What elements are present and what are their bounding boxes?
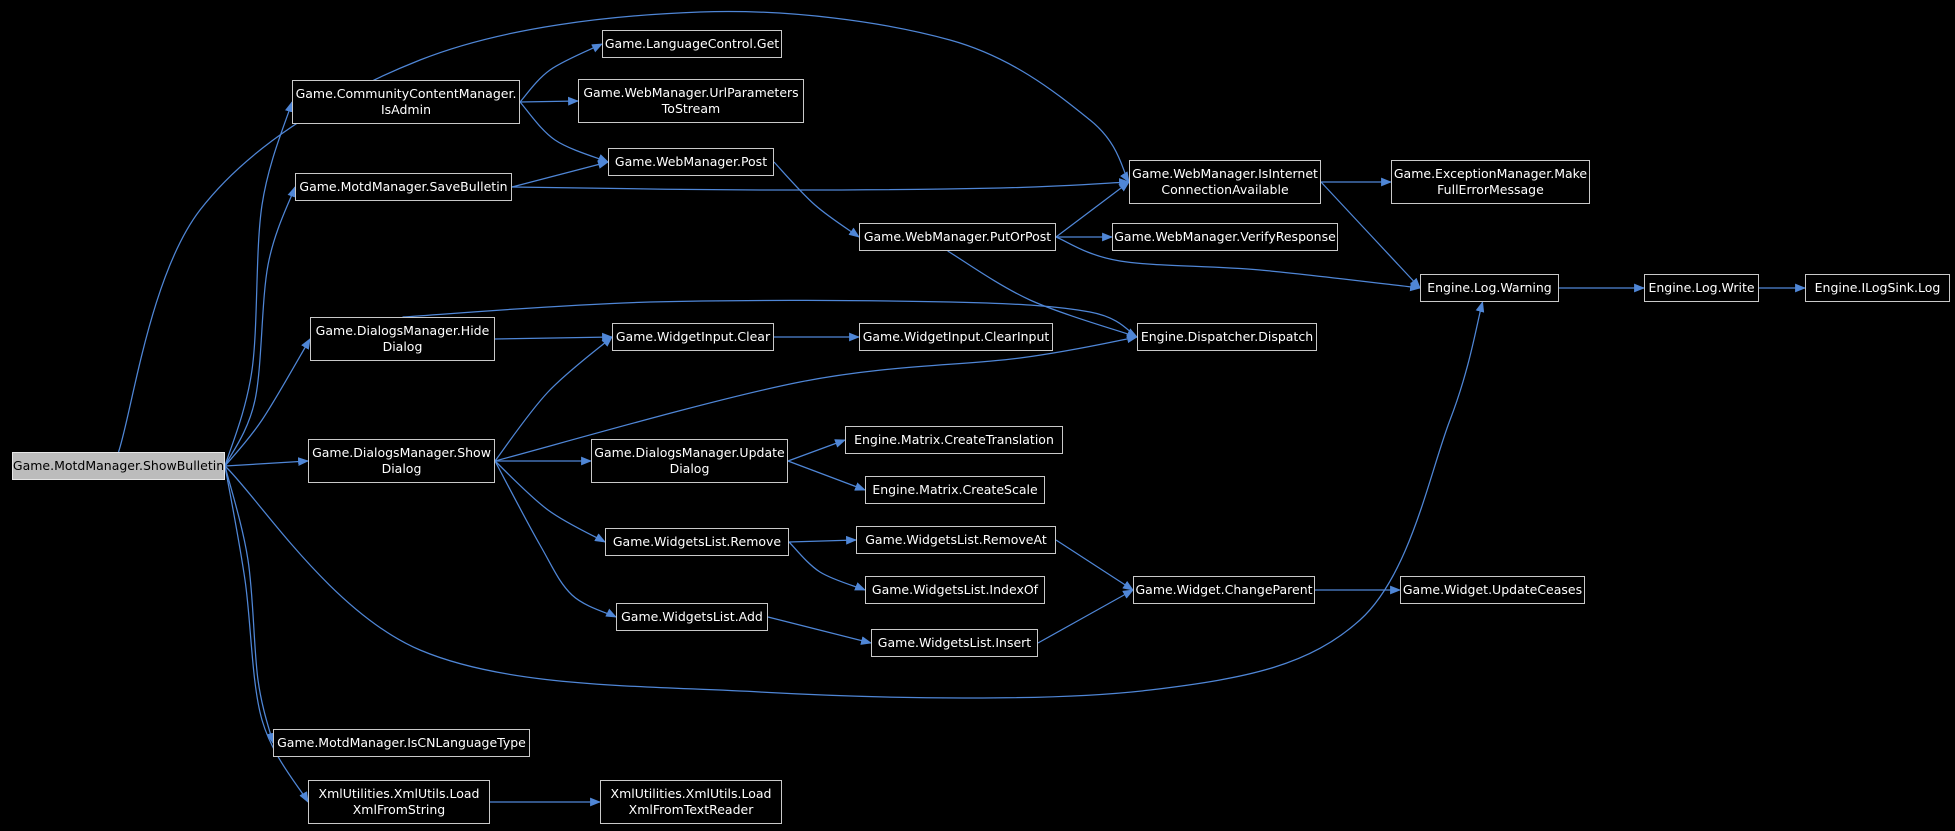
- graph-edge-updatedialog-to-createtranslation: [787, 439, 847, 462]
- graph-node-updatedialog[interactable]: Game.DialogsManager.Update Dialog: [591, 439, 788, 483]
- graph-edge-putorpost-to-dispatch: [947, 250, 1139, 338]
- graph-node-isadmin[interactable]: Game.CommunityContentManager. IsAdmin: [292, 80, 520, 124]
- graph-edge-showbulletin-to-isadmin: [224, 100, 294, 467]
- graph-edge-wladd-to-insert: [767, 616, 873, 645]
- graph-node-ilogsink[interactable]: Engine.ILogSink.Log: [1805, 274, 1950, 302]
- graph-node-clearinput[interactable]: Game.WidgetInput.ClearInput: [859, 323, 1053, 351]
- graph-node-logwarning[interactable]: Engine.Log.Warning: [1420, 274, 1559, 302]
- graph-node-createscale[interactable]: Engine.Matrix.CreateScale: [865, 476, 1045, 504]
- graph-node-changeparent[interactable]: Game.Widget.ChangeParent: [1133, 576, 1315, 604]
- graph-edge-isadmin-to-langget: [519, 43, 603, 103]
- graph-edge-showbulletin-to-isinternet: [117, 10, 1130, 453]
- graph-edge-showbulletin-to-hidedialog: [224, 338, 311, 467]
- graph-node-post[interactable]: Game.WebManager.Post: [608, 148, 774, 176]
- graph-edge-showdialog-to-wladd: [494, 460, 617, 618]
- graph-node-makefullerror[interactable]: Game.ExceptionManager.Make FullErrorMess…: [1391, 160, 1590, 204]
- graph-node-putorpost[interactable]: Game.WebManager.PutOrPost: [859, 223, 1056, 251]
- graph-node-showdialog[interactable]: Game.DialogsManager.Show Dialog: [308, 439, 495, 483]
- graph-node-createtranslation[interactable]: Engine.Matrix.CreateTranslation: [845, 426, 1063, 454]
- graph-edge-showbulletin-to-savebulletin: [224, 185, 296, 467]
- graph-edge-updatedialog-to-createscale: [787, 460, 867, 491]
- graph-node-verify[interactable]: Game.WebManager.VerifyResponse: [1112, 223, 1338, 251]
- graph-edge-showbulletin-to-showdialog: [224, 457, 310, 467]
- graph-edge-insert-to-changeparent: [1037, 589, 1134, 644]
- graph-edge-hidedialog-to-dispatch: [402, 299, 1138, 338]
- graph-edge-wlremove-to-removeat: [788, 535, 858, 545]
- graph-edge-showbulletin-to-iscnlang: [224, 465, 275, 745]
- graph-node-showbulletin: Game.MotdManager.ShowBulletin: [12, 452, 225, 480]
- graph-node-hidedialog[interactable]: Game.DialogsManager.Hide Dialog: [310, 317, 495, 361]
- graph-edge-showdialog-to-dispatch: [494, 334, 1139, 462]
- graph-edge-isadmin-to-urlparams: [519, 96, 580, 106]
- graph-node-insert[interactable]: Game.WidgetsList.Insert: [871, 629, 1038, 657]
- graph-node-dispatch[interactable]: Engine.Dispatcher.Dispatch: [1137, 323, 1317, 351]
- graph-edge-showbulletin-to-logwarning: [224, 300, 1485, 699]
- graph-edge-isinternet-to-logwarning: [1320, 181, 1421, 289]
- graph-edge-putorpost-to-isinternet: [1055, 181, 1130, 238]
- graph-edge-savebulletin-to-post: [511, 160, 610, 188]
- graph-edge-savebulletin-to-isinternet: [511, 178, 1131, 191]
- graph-edge-showdialog-to-wlremove: [494, 460, 606, 543]
- graph-node-updateceases[interactable]: Game.Widget.UpdateCeases: [1400, 576, 1585, 604]
- graph-edge-putorpost-to-logwarning: [1055, 236, 1422, 292]
- graph-node-wlremove[interactable]: Game.WidgetsList.Remove: [605, 528, 789, 556]
- graph-node-wladd[interactable]: Game.WidgetsList.Add: [616, 603, 768, 631]
- graph-edge-wlremove-to-indexof: [788, 541, 867, 591]
- graph-node-langget[interactable]: Game.LanguageControl.Get: [602, 30, 782, 58]
- graph-node-iscnlang[interactable]: Game.MotdManager.IsCNLanguageType: [273, 729, 530, 757]
- graph-node-urlparams[interactable]: Game.WebManager.UrlParameters ToStream: [578, 79, 804, 123]
- graph-node-logwrite[interactable]: Engine.Log.Write: [1644, 274, 1759, 302]
- graph-edge-hidedialog-to-clear: [494, 332, 614, 342]
- graph-edge-isadmin-to-post: [519, 101, 610, 163]
- graph-node-isinternet[interactable]: Game.WebManager.IsInternet ConnectionAva…: [1129, 160, 1321, 204]
- graph-node-removeat[interactable]: Game.WidgetsList.RemoveAt: [856, 526, 1056, 554]
- graph-edge-showbulletin-to-loadxmlstring: [224, 465, 309, 803]
- graph-node-indexof[interactable]: Game.WidgetsList.IndexOf: [865, 576, 1045, 604]
- graph-edge-post-to-putorpost: [773, 161, 860, 238]
- graph-node-savebulletin[interactable]: Game.MotdManager.SaveBulletin: [295, 173, 512, 201]
- graph-node-loadxmlreader[interactable]: XmlUtilities.XmlUtils.Load XmlFromTextRe…: [600, 780, 782, 824]
- graph-edge-removeat-to-changeparent: [1055, 539, 1134, 591]
- graph-node-loadxmlstring[interactable]: XmlUtilities.XmlUtils.Load XmlFromString: [308, 780, 490, 824]
- graph-edge-showdialog-to-clear: [494, 336, 613, 462]
- graph-node-clear[interactable]: Game.WidgetInput.Clear: [612, 323, 774, 351]
